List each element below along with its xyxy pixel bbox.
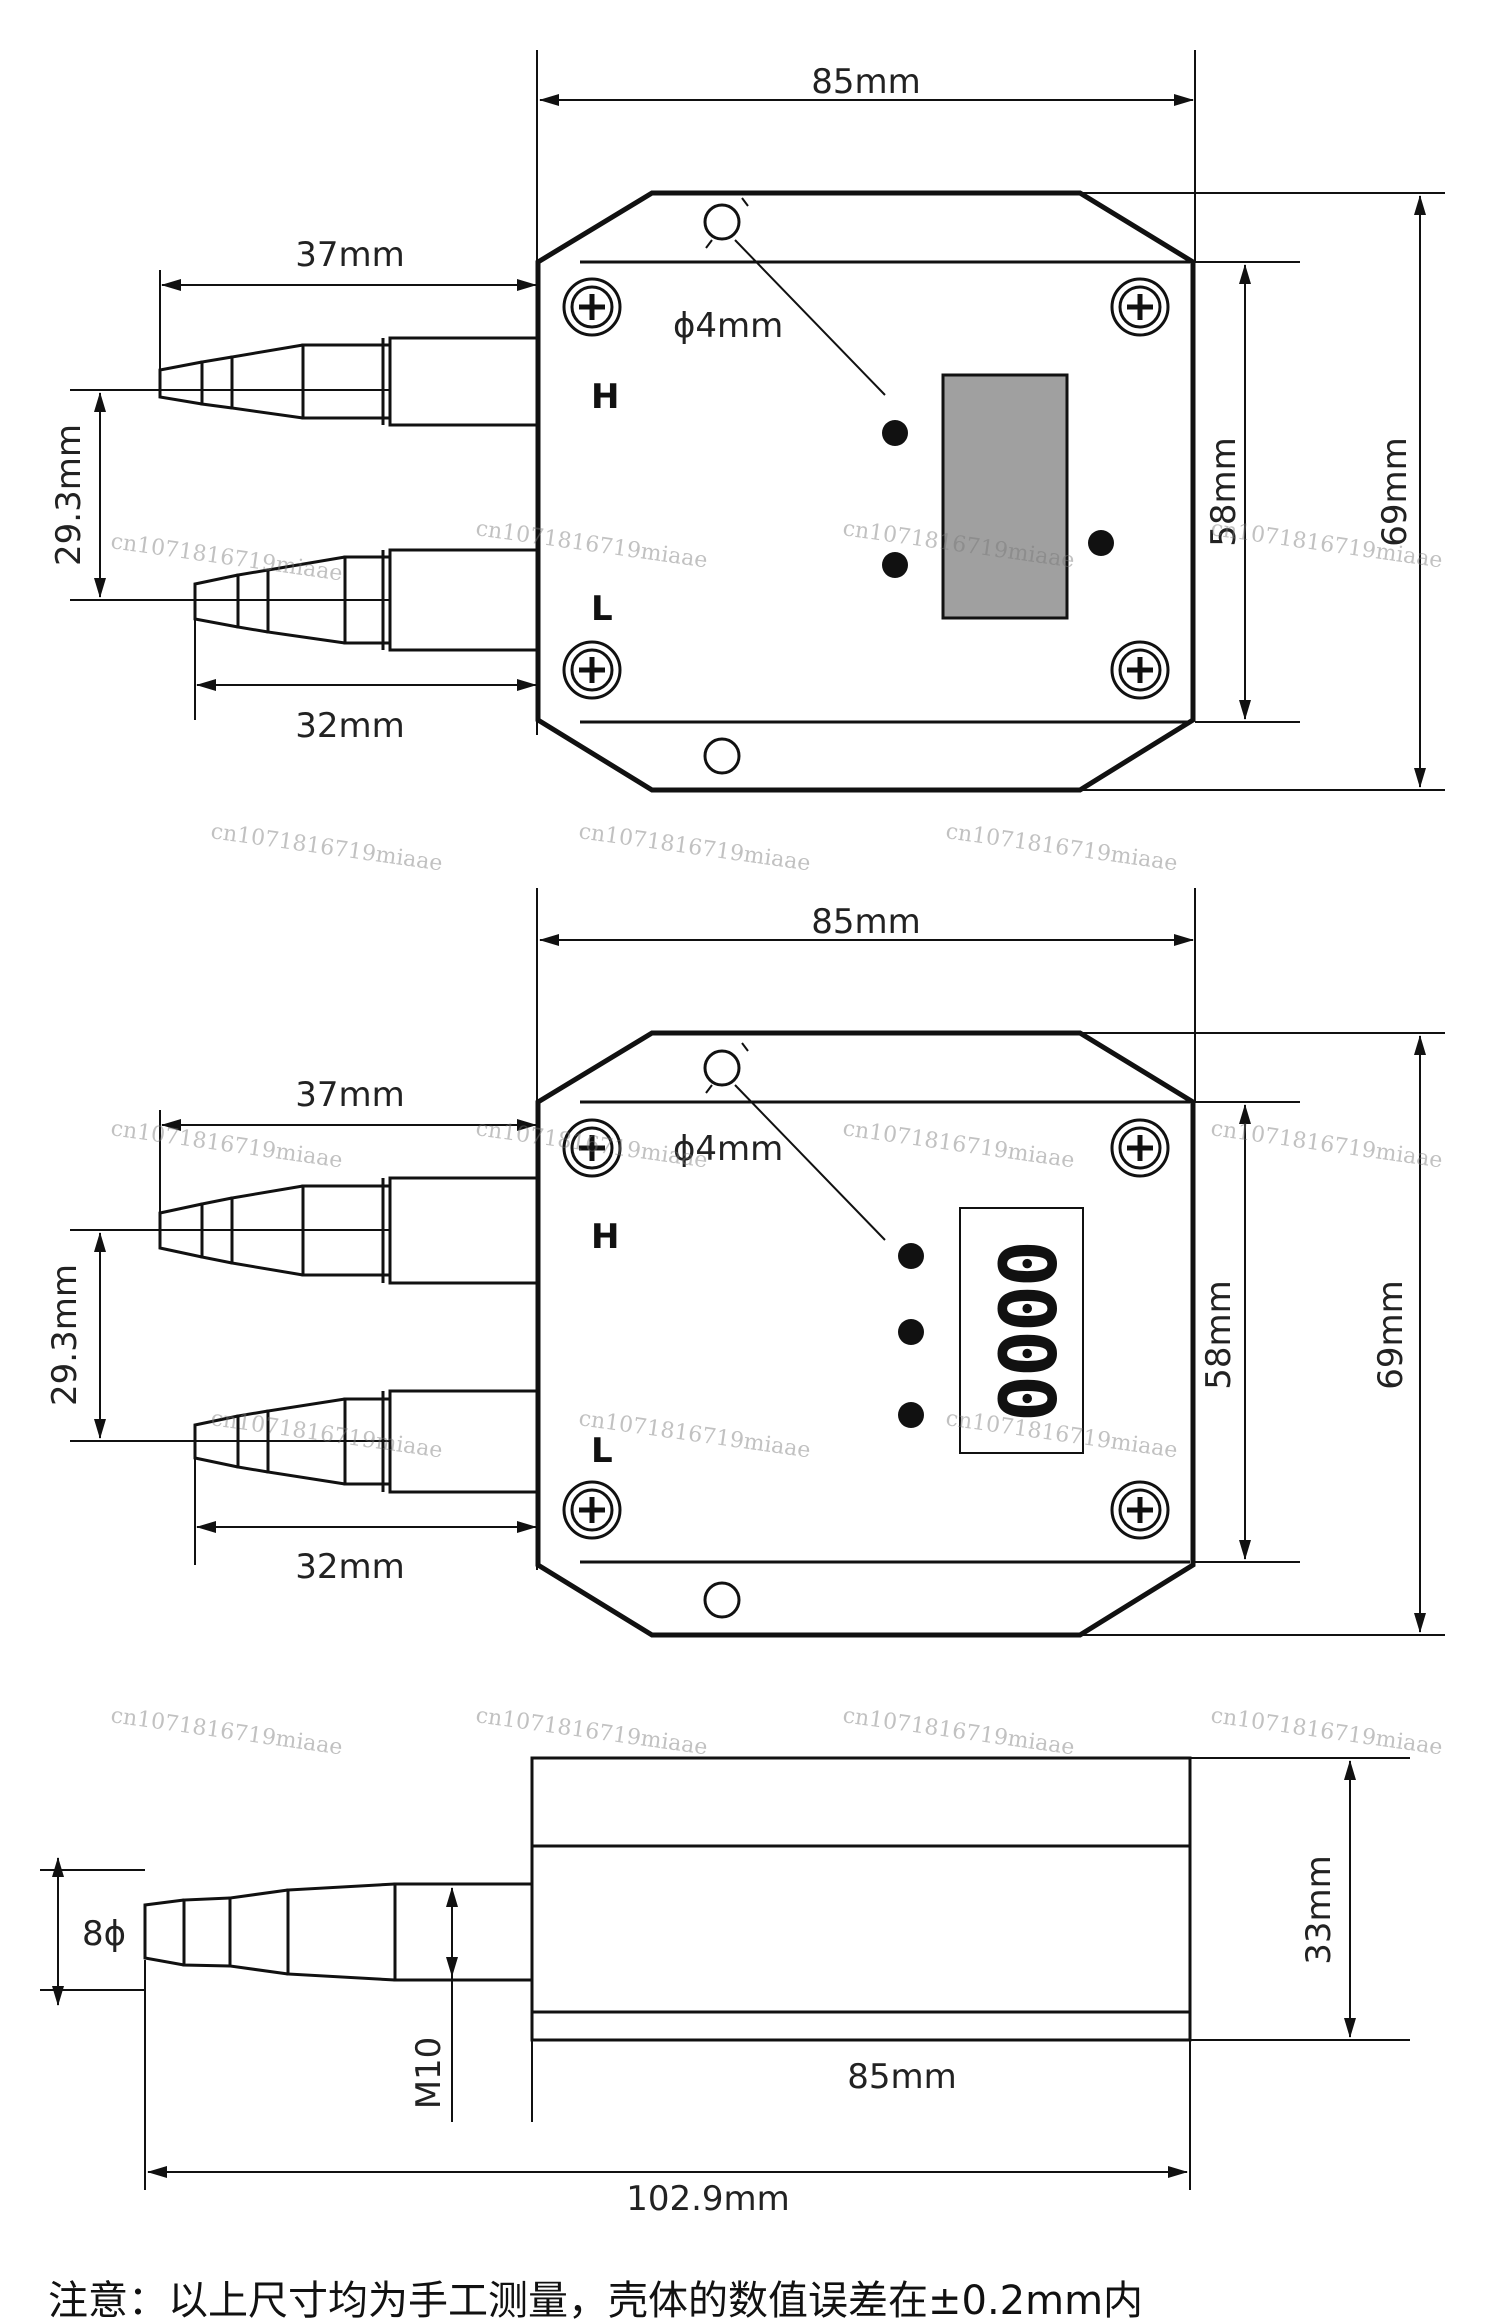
led-dot xyxy=(882,420,908,446)
width-label: 85mm xyxy=(811,902,921,942)
inner-height-label: 58mm xyxy=(1204,437,1244,547)
pipe-length-label: 37mm xyxy=(295,235,405,275)
side-housing xyxy=(530,1756,1192,2042)
led-display xyxy=(959,1207,1084,1454)
watermark-text: cn1071816719miaae xyxy=(474,516,709,573)
watermark-text: cn1071816719miaae xyxy=(944,819,1179,876)
top-view: H L ϕ4mm xyxy=(49,50,1445,793)
pipe-length-label: 37mm xyxy=(295,1075,405,1115)
watermark-text: cn1071816719miaae xyxy=(209,1406,444,1463)
h-port-label: H xyxy=(591,377,619,417)
watermark-text: cn1071816719miaae xyxy=(841,1116,1076,1173)
middle-view: 0000 H L ϕ4mm xyxy=(45,888,1445,1638)
inner-height-label: 58mm xyxy=(1199,1280,1239,1390)
led-dot xyxy=(898,1243,924,1269)
hole-diameter-label: ϕ4mm xyxy=(673,306,783,346)
screw-icon xyxy=(1112,279,1168,335)
diameter-label: 8ϕ xyxy=(82,1914,126,1954)
measurement-note: 注意：以上尺寸均为手工测量，壳体的数值误差在±0.2mm内 xyxy=(48,2278,1144,2322)
pipe-short-label: 32mm xyxy=(295,706,405,746)
mount-hole xyxy=(703,1581,741,1619)
watermark-text: cn1071816719miaae xyxy=(209,819,444,876)
watermark-text: cn1071816719miaae xyxy=(577,819,812,876)
mount-hole xyxy=(703,737,741,775)
l-port-label: L xyxy=(591,1431,613,1471)
watermark-text: cn1071816719miaae xyxy=(474,1116,709,1173)
mount-hole xyxy=(703,1049,741,1087)
mount-hole xyxy=(703,203,741,241)
screw-icon xyxy=(1112,1120,1168,1176)
side-view: 8ϕ M10 33mm 85mm 102.9mm xyxy=(40,1756,1410,2219)
h-pipe-fitting xyxy=(158,336,537,427)
height-label: 33mm xyxy=(1299,1855,1339,1965)
width-label: 85mm xyxy=(811,62,921,102)
l-port-label: L xyxy=(591,589,613,629)
thread-label: M10 xyxy=(409,2037,449,2110)
hole-diameter-label: ϕ4mm xyxy=(673,1129,783,1169)
watermark-text: cn1071816719miaae xyxy=(841,1703,1076,1760)
pipe-short-label: 32mm xyxy=(295,1547,405,1587)
screw-icon xyxy=(564,279,620,335)
display-window xyxy=(941,373,1069,620)
body-length-label: 85mm xyxy=(847,2057,957,2097)
h-port-label: H xyxy=(591,1217,619,1257)
screw-icon xyxy=(564,642,620,698)
side-pipe-fitting xyxy=(143,1882,532,1982)
led-dot xyxy=(898,1402,924,1428)
outer-height-label: 69mm xyxy=(1371,1280,1411,1390)
watermark-text: cn1071816719miaae xyxy=(109,1703,344,1760)
watermark-text: cn1071816719miaae xyxy=(1209,1703,1444,1760)
watermark-text: cn1071816719miaae xyxy=(474,1703,709,1760)
led-dot xyxy=(1088,530,1114,556)
led-dot xyxy=(898,1319,924,1345)
outer-height-label: 69mm xyxy=(1375,437,1415,547)
total-length-label: 102.9mm xyxy=(626,2179,790,2219)
led-digits: 0000 xyxy=(980,1240,1070,1420)
screw-icon xyxy=(1112,1482,1168,1538)
screw-icon xyxy=(564,1482,620,1538)
port-spacing-label: 29.3mm xyxy=(49,424,89,566)
led-dot xyxy=(882,552,908,578)
port-spacing-label: 29.3mm xyxy=(45,1264,85,1406)
screw-icon xyxy=(1112,642,1168,698)
